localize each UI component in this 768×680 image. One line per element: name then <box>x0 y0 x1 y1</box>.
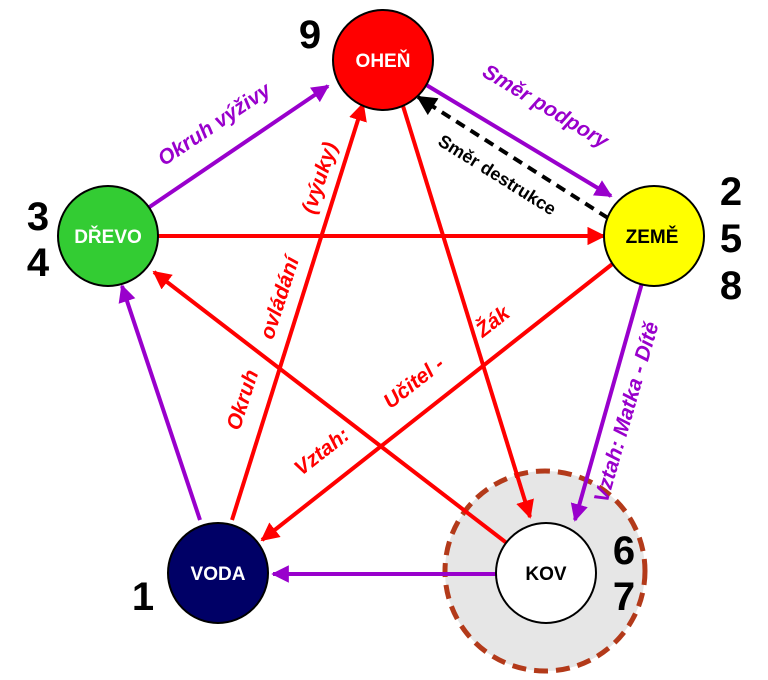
fire-number: 9 <box>299 13 321 57</box>
node-earth-label: ZEMĚ <box>626 226 679 248</box>
label-teacher-student-3: Žák <box>470 300 515 343</box>
earth-number-3: 8 <box>720 264 742 308</box>
label-control-cycle-3: (výuky) <box>298 139 343 216</box>
node-wood: DŘEVO <box>57 185 159 287</box>
label-control-cycle-1: Okruh <box>222 367 263 433</box>
label-support-direction: Směr podpory <box>478 60 613 154</box>
arrow-wood-to-fire <box>146 84 330 210</box>
earth-number-2: 5 <box>720 217 742 261</box>
water-number: 1 <box>132 575 154 619</box>
earth-number-1: 2 <box>720 170 742 214</box>
node-metal: KOV <box>495 522 597 624</box>
label-destruction-direction: Směr destrukce <box>435 131 560 220</box>
arrow-destruction-earth-to-fire <box>416 95 610 220</box>
arrow-water-to-fire <box>230 102 367 521</box>
label-teacher-student-1: Vztah: <box>290 423 354 480</box>
label-teacher-student-2: Učitel - <box>379 352 448 413</box>
node-fire: OHEŇ <box>332 9 434 111</box>
metal-number-2: 7 <box>613 575 635 619</box>
arrow-earth-to-water <box>260 256 622 542</box>
node-water: VODA <box>167 522 269 624</box>
label-nourishing-cycle: Okruh výživy <box>154 78 276 171</box>
metal-number-1: 6 <box>613 529 635 573</box>
label-control-cycle-2: ovládání <box>256 251 305 342</box>
arrow-fire-to-earth <box>421 81 613 198</box>
arrow-earth-to-metal <box>570 282 644 522</box>
node-fire-label: OHEŇ <box>356 50 411 72</box>
label-mother-child: Vztah: Matka - Dítě <box>590 319 664 505</box>
node-wood-label: DŘEVO <box>74 226 142 248</box>
arrow-metal-to-wood <box>152 270 510 546</box>
node-water-label: VODA <box>191 564 246 585</box>
node-earth: ZEMĚ <box>603 185 705 287</box>
node-metal-label: KOV <box>525 564 567 585</box>
arrow-fire-to-metal <box>401 105 534 519</box>
wood-number-2: 4 <box>27 241 50 285</box>
wood-number-1: 3 <box>27 195 49 239</box>
arrow-water-to-wood <box>118 284 202 521</box>
